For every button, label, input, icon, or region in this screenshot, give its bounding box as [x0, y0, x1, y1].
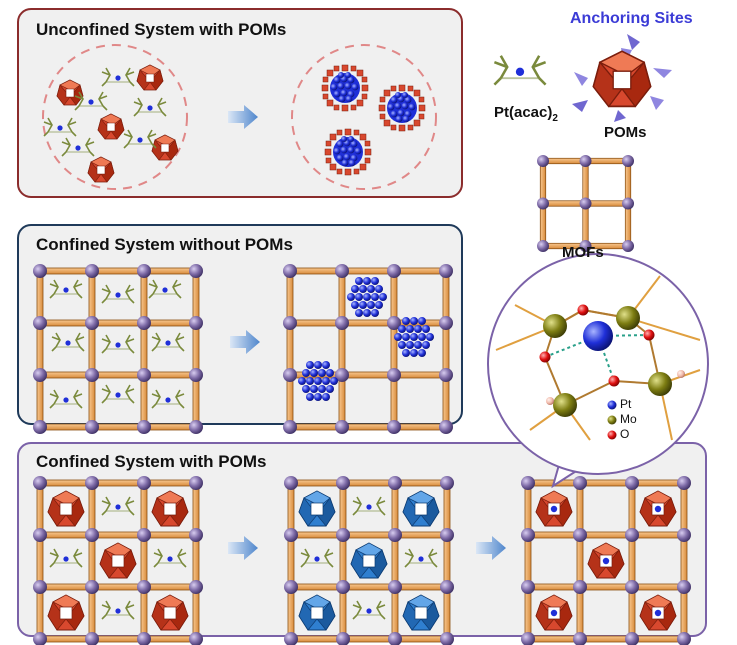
mofs-label: MOFs [562, 244, 604, 261]
confined-without-poms-title: Confined System without POMs [36, 235, 293, 254]
pt-acac-label: Pt(acac)2 [494, 104, 558, 124]
legend-pom-with-anchoring-sites [572, 34, 672, 122]
structure-zoom-inset [487, 253, 709, 489]
unconfined-before-circle [42, 44, 188, 190]
unconfined-after-circle [291, 44, 437, 190]
mof-grid-pom-stage-1 [32, 475, 204, 645]
arrow-1 [228, 105, 258, 129]
legend-mof-grid [537, 155, 635, 253]
inset-legend-pt: Pt [620, 397, 632, 411]
inset-legend-mo: Mo [620, 412, 637, 426]
mof-grid-pom-stage-3 [520, 475, 692, 645]
arrow-4 [476, 536, 506, 560]
arrow-3 [228, 536, 258, 560]
legend-pt-acac-ligand [493, 54, 547, 86]
unconfined-title: Unconfined System with POMs [36, 20, 287, 39]
mof-grid-no-pom-after [282, 263, 454, 435]
inset-legend-o: O [620, 427, 630, 441]
arrow-2 [230, 330, 260, 354]
confined-with-poms-title: Confined System with POMs [36, 452, 267, 471]
inset-legend-mo-dot [607, 415, 617, 425]
inset-legend-o-dot [607, 430, 617, 440]
mof-grid-no-pom-before [32, 263, 204, 435]
mof-grid-pom-stage-2 [283, 475, 455, 645]
poms-label: POMs [604, 124, 647, 141]
inset-legend-pt-dot [607, 400, 617, 410]
anchoring-sites-label: Anchoring Sites [570, 10, 693, 27]
